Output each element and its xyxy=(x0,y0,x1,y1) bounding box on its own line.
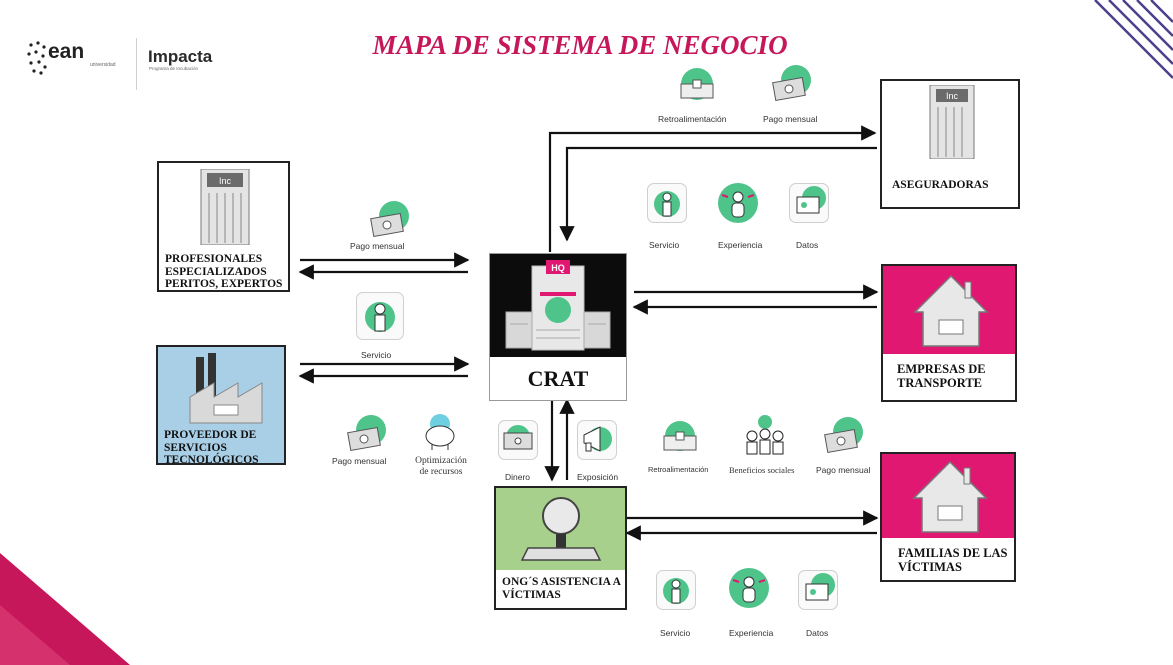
person-icon xyxy=(647,183,687,223)
entity-profesionales: Inc PROFESIONALES ESPECIALIZADOS PERITOS… xyxy=(157,161,290,292)
flow-label: Exposición xyxy=(577,472,619,482)
flow-label: Dinero xyxy=(505,472,531,482)
impacta-logo-subtext: Programa de Incubación xyxy=(149,66,199,71)
entity-label-profesionales: PROFESIONALES ESPECIALIZADOS PERITOS, EX… xyxy=(165,253,283,290)
ean-logo-text: ean xyxy=(48,40,85,63)
flow-label: Datos xyxy=(796,240,819,250)
money-icon xyxy=(345,414,386,454)
flow-label: Pago mensual xyxy=(816,465,871,475)
flow-label: Datos xyxy=(806,628,829,638)
experience-icon xyxy=(727,568,769,608)
flow-label: Servicio xyxy=(649,240,680,250)
crat-title: CRAT xyxy=(527,366,589,391)
flow-label: Optimización de recursos xyxy=(415,456,467,477)
corner-stripes-decoration xyxy=(1094,0,1173,79)
entity-empresas: EMPRESAS DE TRANSPORTE xyxy=(881,264,1017,402)
person-icon xyxy=(356,292,404,340)
building-icon: Inc xyxy=(200,169,250,245)
piggy-bank-icon xyxy=(420,412,460,452)
flow-label: Retroalimentación xyxy=(648,465,709,474)
ean-logo-icon xyxy=(27,41,47,75)
money-icon xyxy=(498,420,538,460)
svg-text:Inc: Inc xyxy=(219,176,232,186)
impacta-logo-text: Impacta xyxy=(148,47,213,66)
money-icon xyxy=(822,416,863,456)
experience-icon xyxy=(716,183,758,223)
logo-divider xyxy=(136,38,137,90)
megaphone-icon xyxy=(577,420,617,460)
entity-ongs: ONG´S ASISTENCIA A VÍCTIMAS xyxy=(494,486,627,610)
flow-label: Retroalimentación xyxy=(658,114,727,124)
entity-label-aseguradoras: ASEGURADORAS xyxy=(892,179,989,191)
flow-label: Servicio xyxy=(361,350,392,360)
factory-icon xyxy=(189,353,263,424)
flow-label: Servicio xyxy=(660,628,691,638)
flow-label: Beneficios sociales xyxy=(729,465,795,475)
svg-text:HQ: HQ xyxy=(551,263,565,273)
entity-label-empresas: EMPRESAS DE TRANSPORTE xyxy=(897,362,986,390)
entity-familias: FAMILIAS DE LAS VÍCTIMAS xyxy=(880,452,1016,582)
crat-hq-icon: HQ xyxy=(505,260,611,351)
flow-label: Pago mensual xyxy=(763,114,818,124)
group-icon xyxy=(742,412,784,455)
person-icon xyxy=(656,570,696,610)
flow-label: Experiencia xyxy=(729,628,774,638)
flow-label: Experiencia xyxy=(718,240,763,250)
entity-label-familias: FAMILIAS DE LAS VÍCTIMAS xyxy=(898,546,1008,574)
mirror-icon xyxy=(520,497,602,561)
ean-logo-subtext: universidad xyxy=(90,62,116,68)
feedback-icon xyxy=(675,66,715,106)
flow-label: Pago mensual xyxy=(350,241,405,251)
entity-label-proveedor: PROVEEDOR DE SERVICIOS TECNOLÓGICOS xyxy=(164,429,259,466)
data-icon xyxy=(789,183,829,223)
house-icon xyxy=(913,274,989,347)
money-icon xyxy=(770,64,811,104)
house-icon xyxy=(912,460,988,533)
entity-label-ongs: ONG´S ASISTENCIA A VÍCTIMAS xyxy=(502,576,621,601)
flow-label: Pago mensual xyxy=(332,456,387,466)
feedback-icon xyxy=(658,418,698,458)
building-icon: Inc xyxy=(929,85,975,159)
svg-text:Inc: Inc xyxy=(946,91,959,101)
entity-proveedor: PROVEEDOR DE SERVICIOS TECNOLÓGICOS xyxy=(156,345,286,466)
money-icon xyxy=(368,200,409,240)
data-icon xyxy=(798,570,838,610)
corner-triangle-decoration xyxy=(0,553,130,665)
page-title: MAPA DE SISTEMA DE NEGOCIO xyxy=(372,30,788,60)
entity-aseguradoras: Inc ASEGURADORAS xyxy=(880,79,1020,209)
crat-node: HQ CRAT xyxy=(489,253,627,401)
